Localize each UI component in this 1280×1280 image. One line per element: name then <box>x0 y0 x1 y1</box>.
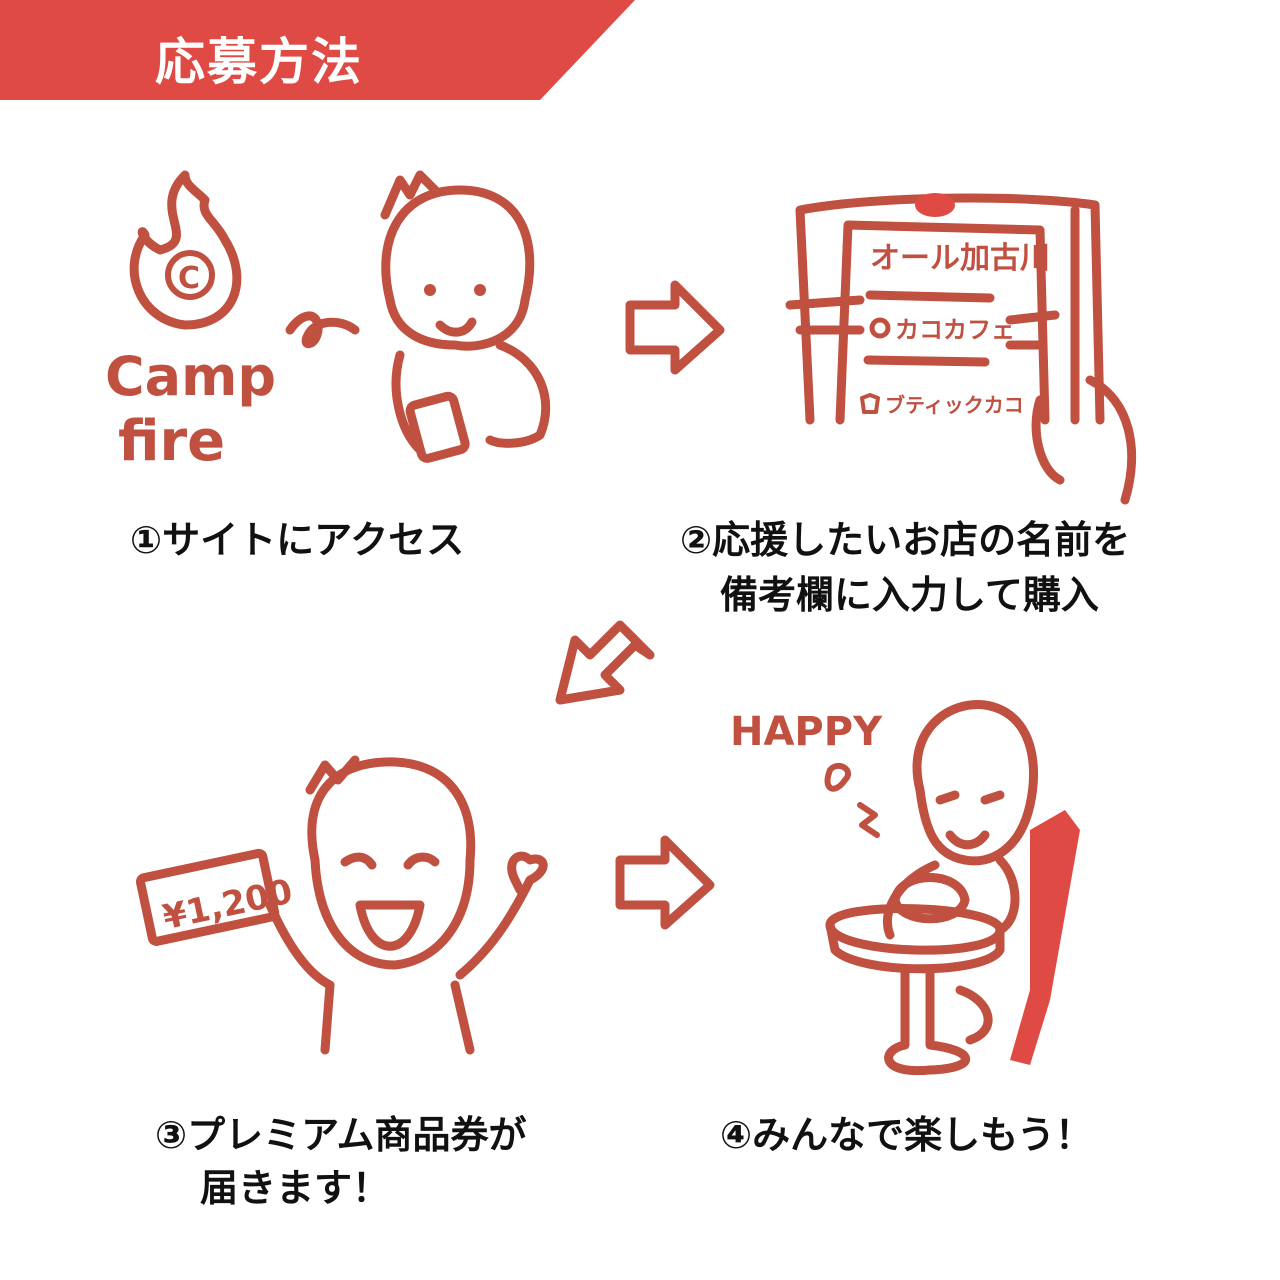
step2-caption-line2: 備考欄に入力して購入 <box>720 573 1099 617</box>
logo-letter: C <box>178 261 200 296</box>
step4-caption: ④みんなで楽しもう！ <box>720 1113 1094 1157</box>
logo-line2: fire <box>118 409 225 474</box>
step3-caption-line2: 届きます！ <box>200 1166 391 1210</box>
step3-caption-line1: ③プレミアム商品券が <box>155 1113 527 1157</box>
campfire-logo: C Camp fire <box>105 170 276 474</box>
banner-shape <box>0 0 635 100</box>
step2-caption-line1: ②応援したいお店の名前を <box>680 518 1131 562</box>
page-title: 応募方法 <box>155 33 363 91</box>
arrow-down-left <box>555 620 655 705</box>
step1-caption: ①サイトにアクセス <box>130 518 465 562</box>
ticket-illustration: ¥1,200 <box>135 848 296 946</box>
logo-line1: Camp <box>105 345 276 408</box>
happy-person <box>265 755 548 1055</box>
arrow-right-2 <box>615 835 715 930</box>
sign-item-cafe: カコカフェ <box>895 316 1015 344</box>
happy-text: HAPPY <box>730 709 883 755</box>
sign-item-boutique: ブティックカコ <box>885 393 1024 417</box>
person-with-phone <box>380 170 551 463</box>
cafe-person <box>824 699 1080 1076</box>
sign-title: オール加古川 <box>870 241 1050 276</box>
arrow-right-1 <box>625 280 725 375</box>
tablet-illustration: オール加古川 カコカフェ ブティックカコ <box>785 193 1137 505</box>
connector-squiggle <box>285 311 360 349</box>
header-banner: 応募方法 <box>0 0 640 100</box>
